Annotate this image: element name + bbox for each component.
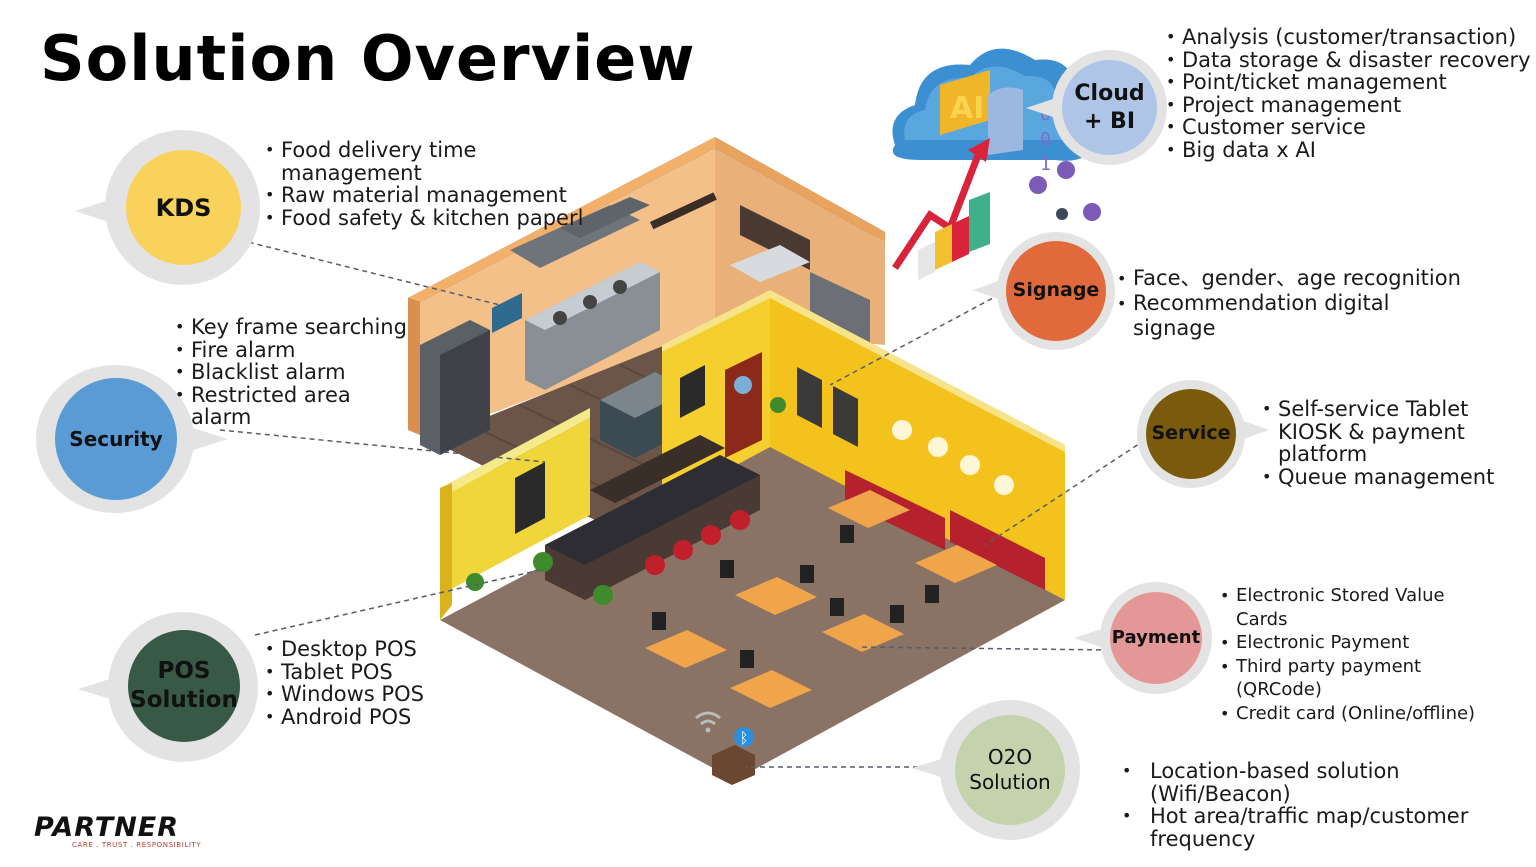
pos-label-line1: POS (157, 658, 211, 685)
logo-tagline: CARE . TRUST . RESPONSIBILITY (72, 841, 202, 849)
kds-item: Food delivery time management (265, 139, 590, 184)
pos-item: Tablet POS (265, 660, 465, 684)
payment-item: Credit card (Online/offline) (1220, 702, 1480, 726)
security-item: Fire alarm (175, 338, 415, 362)
kds-item: Food safety & kitchen paperl (265, 206, 590, 230)
cloud-item: Point/ticket management (1166, 71, 1531, 94)
signage-label: Signage (1012, 279, 1100, 302)
service-item: Self-service Tablet KIOSK & payment plat… (1262, 398, 1524, 466)
pos-circle: POS Solution (128, 630, 240, 742)
signage-list: Face、gender、age recognition Recommendati… (1117, 266, 1497, 341)
security-item: Restricted area alarm (175, 383, 415, 429)
security-item: Key frame searching (175, 316, 415, 339)
cloud-circle: Cloud + BI (1062, 60, 1157, 155)
cloud-ai-illustration: AI 0 0 1 (892, 48, 1101, 280)
service-item: Queue management (1262, 465, 1524, 489)
dining-area: ᛒ (440, 290, 1065, 785)
payment-circle: Payment (1110, 592, 1202, 684)
connector-lines (219, 239, 1146, 768)
security-circle: Security (55, 378, 177, 500)
o2o-item: Location-based solution (Wifi/Beacon) (1118, 760, 1410, 805)
ai-icon-label: AI (950, 91, 984, 126)
payment-item: Third party payment (QRCode) (1220, 655, 1456, 702)
pos-list: Desktop POS Tablet POS Windows POS Andro… (265, 638, 465, 728)
o2o-list: Location-based solution (Wifi/Beacon) Ho… (1118, 760, 1493, 850)
security-item: Blacklist alarm (175, 361, 415, 384)
signage-item: Face、gender、age recognition (1117, 266, 1497, 291)
o2o-label-line2: Solution (969, 770, 1051, 794)
cloud-item: Big data x AI (1166, 138, 1531, 162)
cloud-label-line1: Cloud (1074, 81, 1145, 106)
payment-label: Payment (1111, 626, 1201, 648)
svg-text:0: 0 (1040, 129, 1051, 150)
bluetooth-icon: ᛒ (739, 729, 748, 747)
o2o-circle: O2O Solution (955, 715, 1065, 825)
cloud-item: Customer service (1166, 116, 1531, 139)
payment-item: Electronic Stored Value Cards (1220, 584, 1480, 631)
payment-item: Electronic Payment (1220, 631, 1480, 655)
kds-list: Food delivery time management Raw materi… (265, 139, 590, 229)
signage-item: Recommendation digital signage (1117, 291, 1403, 341)
security-list: Key frame searching Fire alarm Blacklist… (175, 316, 415, 429)
cloud-label-line2: + BI (1083, 108, 1136, 134)
service-list: Self-service Tablet KIOSK & payment plat… (1262, 398, 1524, 488)
pos-item: Desktop POS (265, 638, 465, 661)
service-label: Service (1151, 422, 1231, 445)
security-label: Security (69, 426, 163, 451)
pos-item: Windows POS (265, 683, 465, 706)
service-circle: Service (1146, 389, 1236, 479)
kds-label: KDS (155, 193, 212, 222)
signage-circle: Signage (1006, 241, 1106, 341)
cloud-list: Analysis (customer/transaction) Data sto… (1166, 26, 1531, 161)
cloud-item: Analysis (customer/transaction) (1166, 26, 1531, 49)
cloud-item: Project management (1166, 93, 1531, 117)
partner-logo: PARTNER CARE . TRUST . RESPONSIBILITY (34, 812, 201, 849)
o2o-label-line1: O2O (987, 745, 1033, 769)
o2o-item: Hot area/traffic map/customer frequency (1118, 805, 1493, 850)
svg-text:1: 1 (1040, 154, 1051, 175)
payment-list: Electronic Stored Value Cards Electronic… (1220, 584, 1480, 725)
kds-item: Raw material management (265, 184, 590, 207)
page-title: Solution Overview (40, 22, 696, 95)
pos-item: Android POS (265, 705, 465, 729)
kds-circle: KDS (126, 150, 241, 265)
cloud-item: Data storage & disaster recovery (1166, 48, 1531, 72)
logo-name: PARTNER (34, 812, 180, 843)
pos-label-line2: Solution (130, 687, 238, 713)
